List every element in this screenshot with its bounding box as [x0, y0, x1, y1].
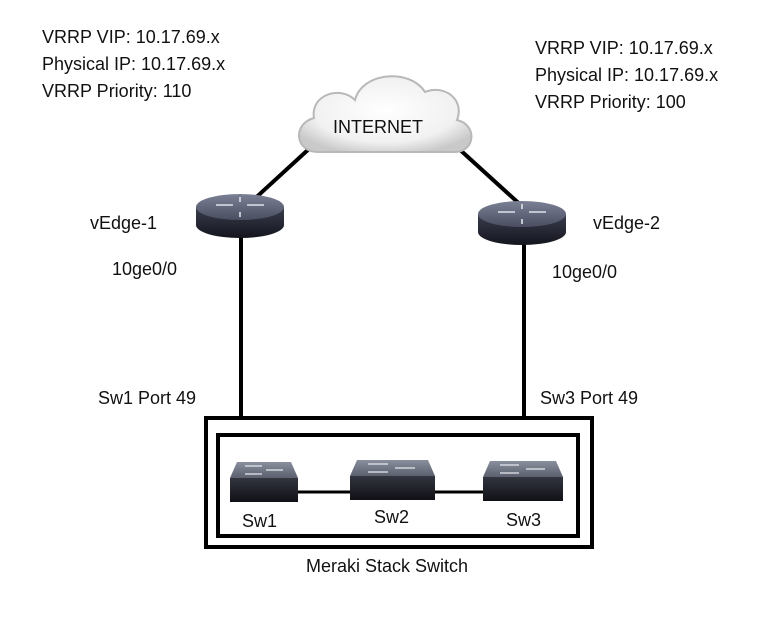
- vrrp-priority-label: VRRP Priority: 110: [42, 81, 192, 101]
- vedge2-interface: 10ge0/0: [552, 262, 618, 282]
- vedge2-name: vEdge-2: [593, 213, 661, 233]
- vedge1-interface: 10ge0/0: [112, 259, 178, 279]
- switch-label-sw1: Sw1: [242, 511, 278, 531]
- physical-ip-label: Physical IP: 10.17.69.x: [535, 65, 719, 85]
- link-cloud-vedge1: [248, 146, 312, 205]
- switch-icon: [483, 461, 563, 501]
- router-icon: [478, 201, 566, 245]
- vrrp-priority-label: VRRP Priority: 100: [535, 92, 686, 112]
- vedge2-uplink-port: Sw3 Port 49: [540, 388, 639, 408]
- link-cloud-vedge2: [456, 146, 526, 210]
- vrrp-vip-label: VRRP VIP: 10.17.69.x: [42, 27, 220, 47]
- internet-label: INTERNET: [333, 117, 423, 137]
- vedge1-uplink-port: Sw1 Port 49: [98, 388, 197, 408]
- switch-icon: [230, 462, 298, 502]
- stack-label: Meraki Stack Switch: [306, 556, 469, 576]
- switch-label-sw2: Sw2: [374, 507, 410, 527]
- switch-icon: [350, 460, 435, 500]
- stack-inner-border: [216, 433, 580, 538]
- vrrp-vip-label: VRRP VIP: 10.17.69.x: [535, 38, 713, 58]
- router-icon: [196, 194, 284, 238]
- physical-ip-label: Physical IP: 10.17.69.x: [42, 54, 226, 74]
- stack-outer-border: [204, 416, 594, 549]
- vedge1-name: vEdge-1: [90, 213, 158, 233]
- internet-cloud-icon: [298, 75, 473, 153]
- switch-label-sw3: Sw3: [506, 510, 542, 530]
